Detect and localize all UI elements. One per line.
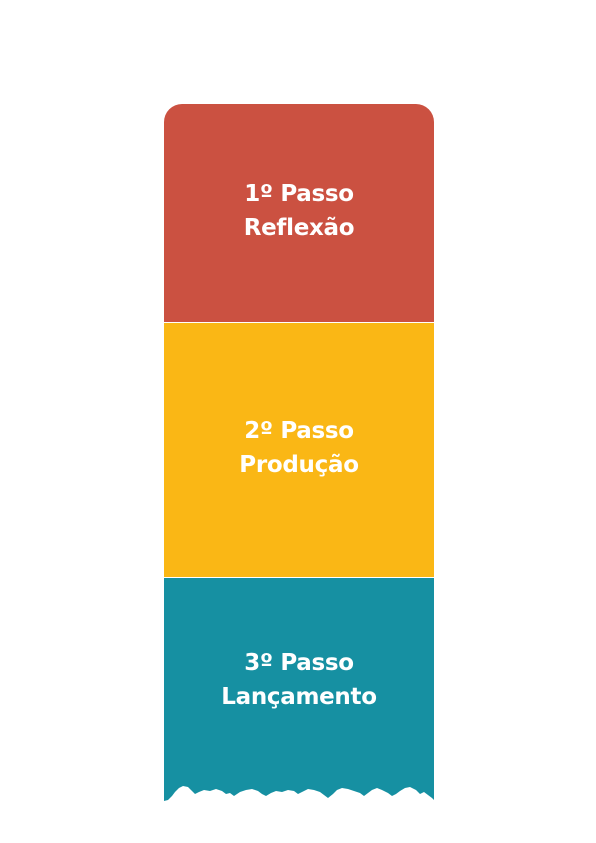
step-1-title: Reflexão [243,215,355,241]
step-2-number: 2º Passo [244,418,354,444]
step-2-block: 2º Passo Produção [164,323,434,577]
torn-paper-edge [164,786,434,806]
step-1-number: 1º Passo [244,181,354,207]
step-3-title: Lançamento [221,684,377,710]
step-3-number: 3º Passo [244,650,354,676]
steps-diagram: 1º Passo Reflexão 2º Passo Produção 3º P… [164,104,434,806]
step-2-title: Produção [239,452,359,478]
step-3-block: 3º Passo Lançamento [164,578,434,806]
step-1-block: 1º Passo Reflexão [164,104,434,322]
